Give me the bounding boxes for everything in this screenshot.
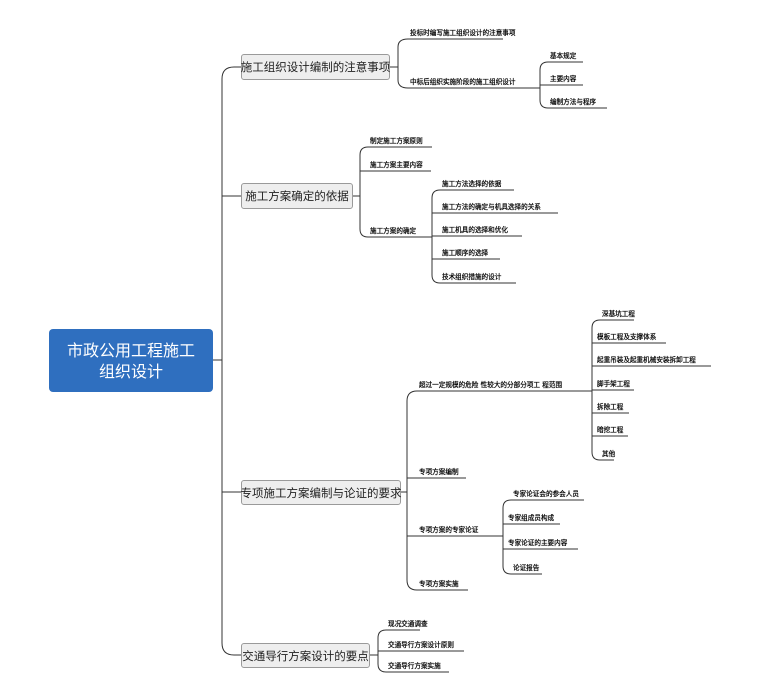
subtopic-review-content[interactable]: 专家论证的主要内容 xyxy=(508,539,568,547)
subtopic-tunneling[interactable]: 暗挖工程 xyxy=(597,426,624,434)
subtopic-formwork-support[interactable]: 模板工程及支撑体系 xyxy=(597,333,657,341)
subtopic-demolition[interactable]: 拆除工程 xyxy=(597,403,624,411)
topic-construction-design-notes[interactable]: 施工组织设计编制的注意事项 xyxy=(241,54,390,80)
subtopic-method-procedure[interactable]: 编制方法与程序 xyxy=(550,98,597,106)
subtopic-technical-measures[interactable]: 技术组织措施的设计 xyxy=(442,273,502,281)
topic-traffic-plan-points[interactable]: 交通导行方案设计的要点 xyxy=(241,643,370,668)
topic-construction-plan-basis[interactable]: 施工方案确定的依据 xyxy=(241,183,353,209)
subtopic-equipment-optimization[interactable]: 施工机具的选择和优化 xyxy=(442,226,508,234)
subtopic-scaffolding[interactable]: 脚手架工程 xyxy=(597,380,630,388)
subtopic-review-report[interactable]: 论证报告 xyxy=(513,564,540,572)
subtopic-sequence-selection[interactable]: 施工顺序的选择 xyxy=(442,249,489,257)
subtopic-basic-rules[interactable]: 基本规定 xyxy=(550,52,577,60)
subtopic-plan-content[interactable]: 施工方案主要内容 xyxy=(370,161,423,169)
subtopic-lifting-installation[interactable]: 起重吊装及起重机械安装拆卸工程 xyxy=(597,356,696,364)
subtopic-traffic-plan-principles[interactable]: 交通导行方案设计原则 xyxy=(388,641,454,649)
subtopic-traffic-plan-implementation[interactable]: 交通导行方案实施 xyxy=(388,662,441,670)
subtopic-special-plan-preparation[interactable]: 专项方案编制 xyxy=(419,468,459,476)
subtopic-traffic-survey[interactable]: 现况交通调查 xyxy=(388,620,428,628)
subtopic-post-award-design[interactable]: 中标后组织实施阶段的施工组织设计 xyxy=(410,78,516,86)
subtopic-main-content[interactable]: 主要内容 xyxy=(550,75,577,83)
subtopic-method-basis[interactable]: 施工方法选择的依据 xyxy=(442,180,502,188)
subtopic-plan-determination[interactable]: 施工方案的确定 xyxy=(370,227,417,235)
subtopic-bid-notes[interactable]: 投标时编写施工组织设计的注意事项 xyxy=(410,29,516,37)
topic-special-plan-requirements[interactable]: 专项施工方案编制与论证的要求 xyxy=(241,480,402,505)
subtopic-expert-panel[interactable]: 专家组成员构成 xyxy=(508,514,555,522)
subtopic-dangerous-works-scope[interactable]: 超过一定规模的危险 性较大的分部分项工 程范围 xyxy=(419,381,563,389)
subtopic-method-equipment[interactable]: 施工方法的确定与机具选择的关系 xyxy=(442,203,541,211)
subtopic-plan-principles[interactable]: 制定施工方案原则 xyxy=(370,137,423,145)
subtopic-deep-foundation-pit[interactable]: 深基坑工程 xyxy=(602,310,635,318)
subtopic-plan-implementation[interactable]: 专项方案实施 xyxy=(419,580,459,588)
subtopic-expert-review[interactable]: 专项方案的专家论证 xyxy=(419,526,479,534)
subtopic-review-participants[interactable]: 专家论证会的参会人员 xyxy=(513,490,579,498)
root-topic[interactable]: 市政公用工程施工组织设计 xyxy=(49,329,213,392)
subtopic-others[interactable]: 其他 xyxy=(602,450,616,458)
